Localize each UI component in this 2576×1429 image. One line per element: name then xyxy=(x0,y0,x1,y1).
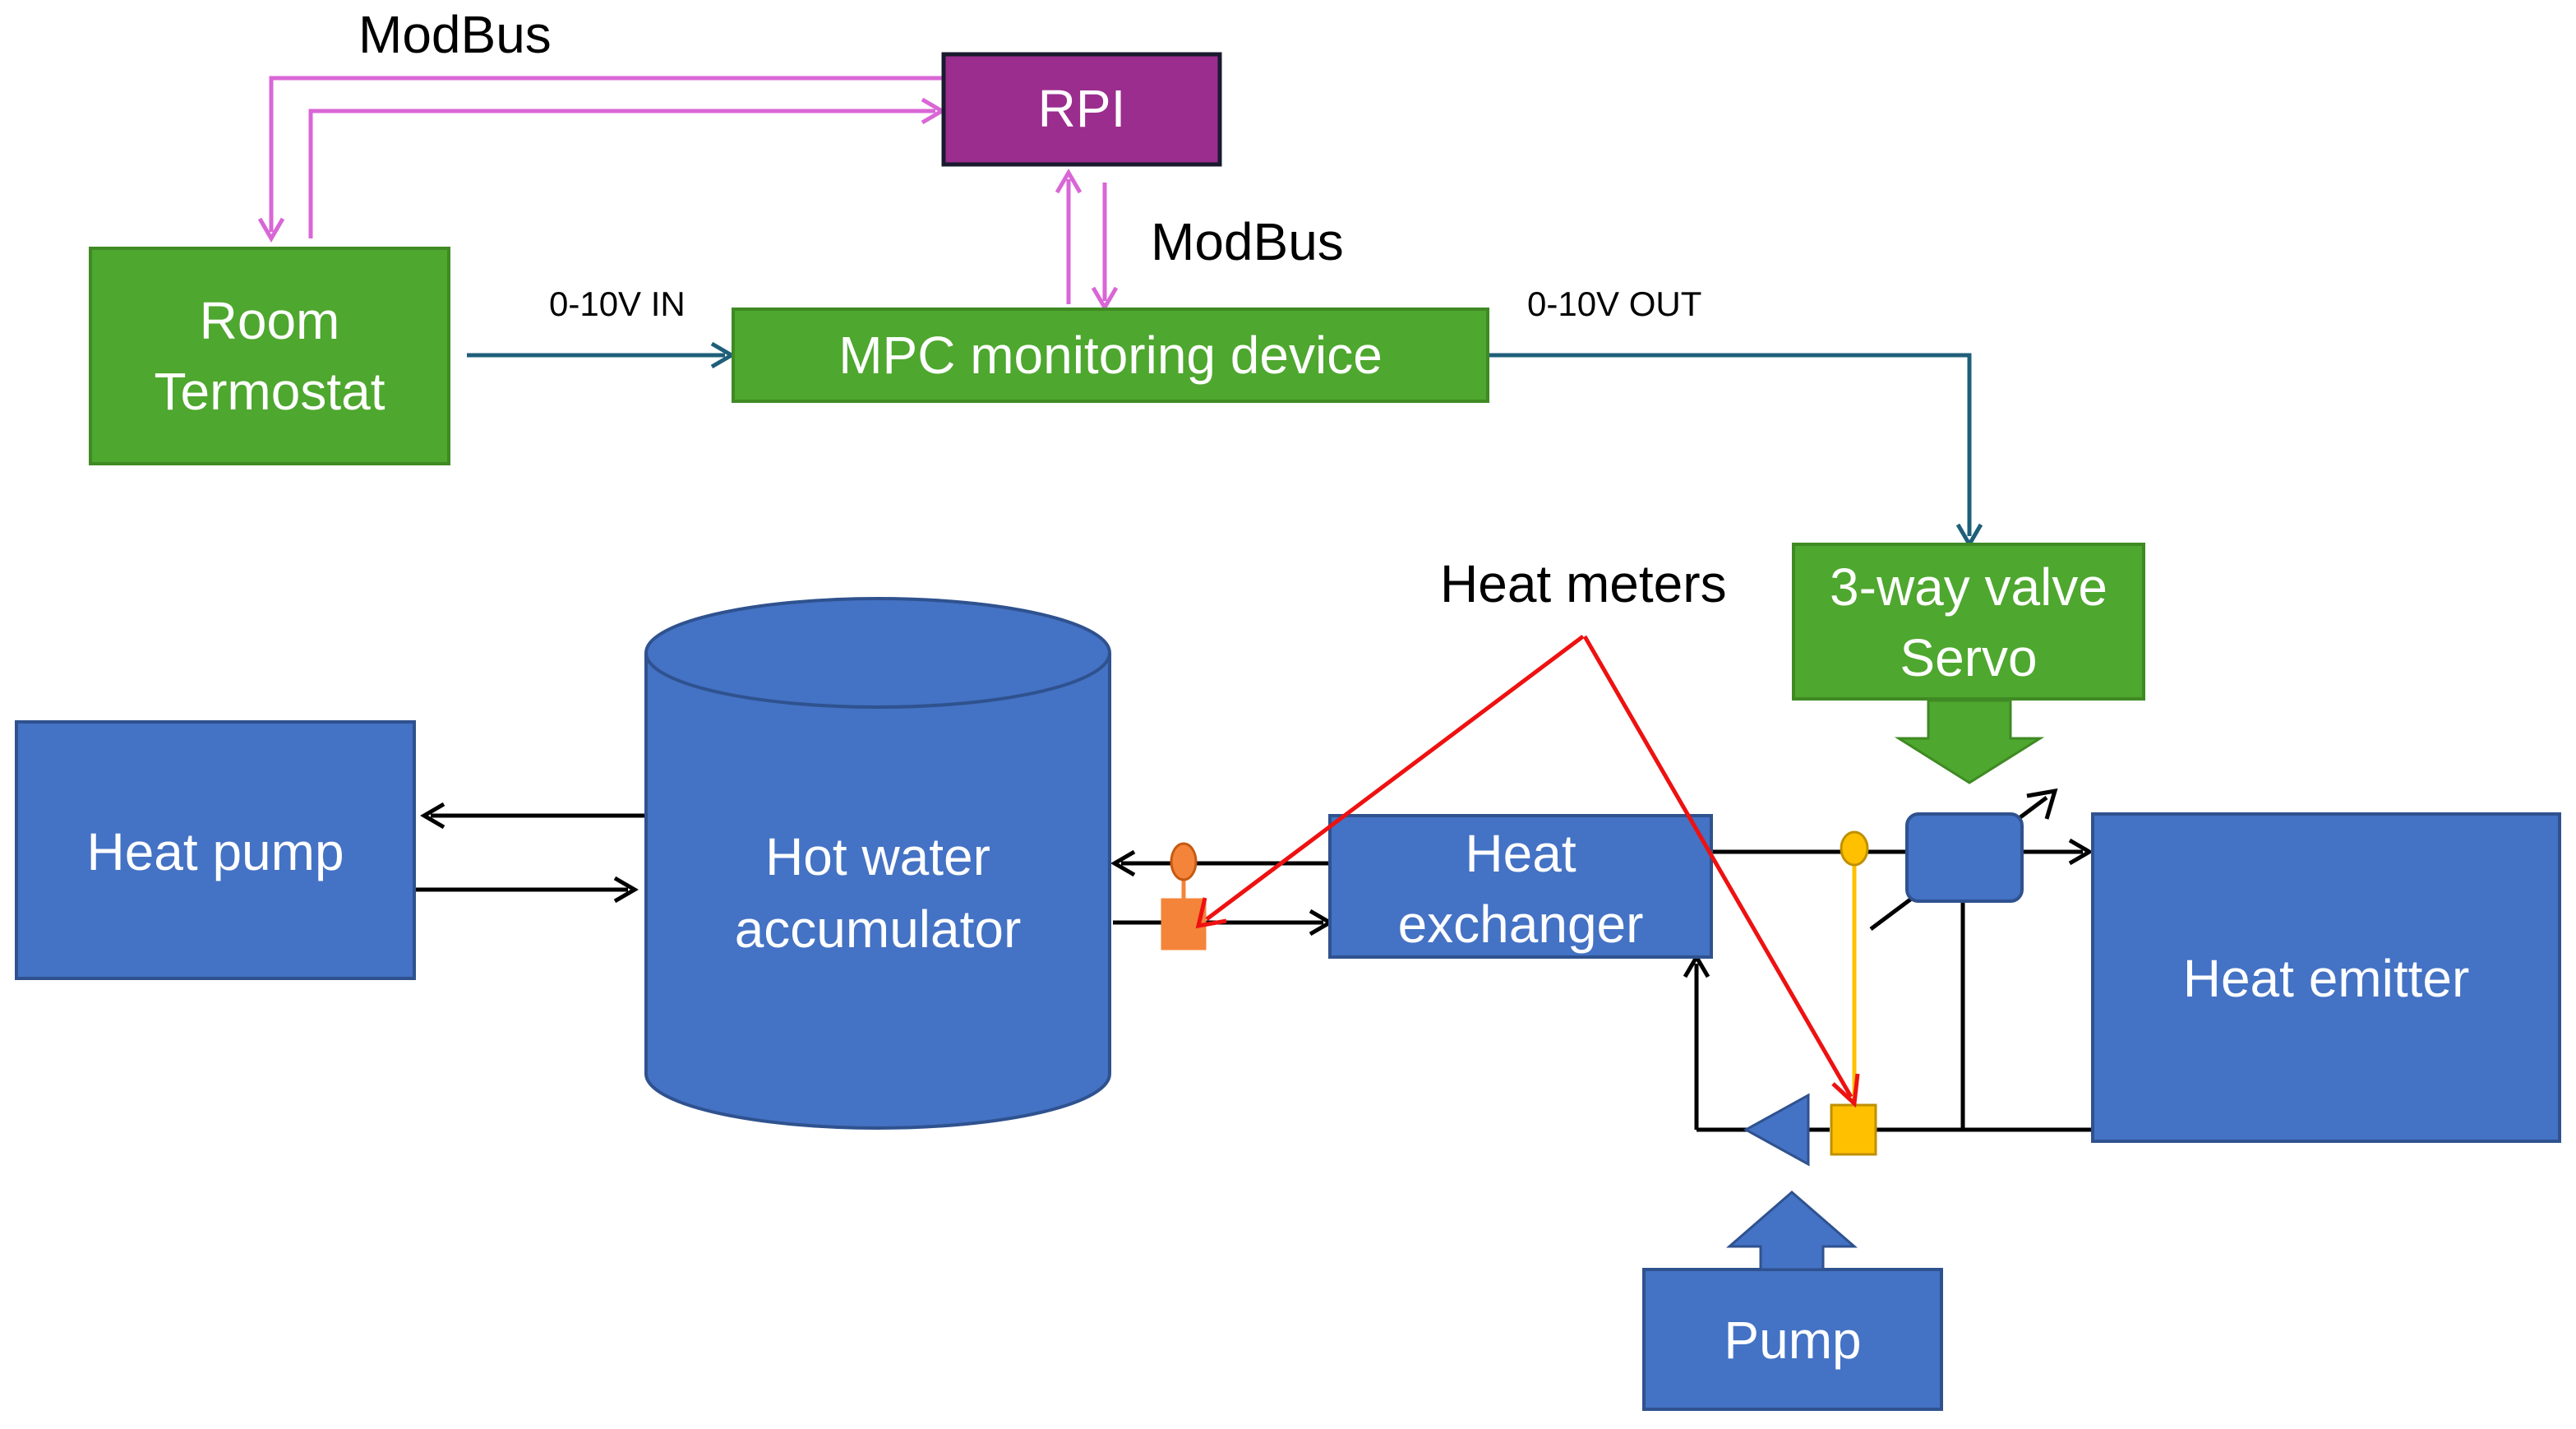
pointer-to-secondary-meter xyxy=(1582,635,1854,1098)
pipe-arrowhead-to-emitter xyxy=(2068,838,2094,866)
heat-exchanger-box xyxy=(1328,814,1713,959)
heat-meter-primary-sensor xyxy=(1170,842,1198,881)
signal-in-label: 0-10V IN xyxy=(549,284,686,323)
pointer-arrowhead-primary xyxy=(1195,897,1227,929)
accumulator-block[interactable]: Hot water accumulator xyxy=(644,597,1111,1130)
up-arrow-icon xyxy=(1725,1191,1858,1271)
room-thermostat-box xyxy=(89,247,450,465)
heat-exchanger-label-line2: exchanger xyxy=(1398,895,1644,954)
rpi-block[interactable]: RPI xyxy=(941,52,1222,167)
rpi-label: RPI xyxy=(1038,79,1126,138)
mpc-box xyxy=(732,308,1489,403)
room-thermostat-label-line2: Termostat xyxy=(155,362,385,421)
valve-servo-label-line2: Servo xyxy=(1900,628,2037,687)
valve-servo-box xyxy=(1792,543,2145,701)
heat-emitter-label: Heat emitter xyxy=(2183,949,2470,1008)
heat-pump-block[interactable]: Heat pump xyxy=(15,720,416,980)
down-arrow-icon xyxy=(1894,699,2045,784)
pump-triangle-icon[interactable] xyxy=(1743,1093,1810,1167)
heat-meter-secondary-sensor xyxy=(1840,830,1869,867)
pointer-to-primary-meter xyxy=(1205,635,1585,921)
modbus-line-rpi-to-thermostat xyxy=(269,76,942,232)
heat-emitter-box xyxy=(2091,812,2561,1143)
accumulator-body xyxy=(644,653,1111,1130)
heat-meter-primary[interactable] xyxy=(1161,842,1207,950)
heat-meter-pointers xyxy=(1195,635,1860,1108)
accumulator-label-line1: Hot water xyxy=(765,827,990,886)
valve-servo-block[interactable]: 3-way valve Servo xyxy=(1792,543,2145,701)
modbus-arrowhead-up xyxy=(1055,169,1083,194)
modbus-links xyxy=(257,76,1119,312)
heat-exchanger-block[interactable]: Heat exchanger xyxy=(1328,814,1713,959)
heat-pump-label: Heat pump xyxy=(86,822,344,881)
pump-box xyxy=(1642,1268,1943,1411)
heat-meters-label: Heat meters xyxy=(1440,554,1727,613)
modbus-line-thermostat-to-rpi xyxy=(308,109,935,238)
modbus-label-top: ModBus xyxy=(358,5,552,64)
pipe-arrowhead-to-heat-pump xyxy=(420,802,445,830)
mpc-label: MPC monitoring device xyxy=(838,326,1383,385)
room-thermostat-block[interactable]: Room Termostat xyxy=(89,247,450,465)
signal-out-label: 0-10V OUT xyxy=(1527,284,1701,323)
signal-line-out xyxy=(1489,353,1972,536)
pipe-arrowhead-to-accumulator-2 xyxy=(1110,849,1136,877)
valve-adjust-arrowhead xyxy=(2026,788,2058,820)
rpi-box xyxy=(941,52,1222,167)
valve-servo-label-line1: 3-way valve xyxy=(1830,557,2107,617)
room-thermostat-label-line1: Room xyxy=(200,291,340,350)
heat-meter-icon xyxy=(1830,1103,1877,1156)
modbus-arrowhead-down xyxy=(257,217,285,243)
accumulator-label-line2: accumulator xyxy=(735,899,1022,959)
heat-emitter-block[interactable]: Heat emitter xyxy=(2091,812,2561,1143)
pipe-arrowhead-to-accumulator xyxy=(613,876,639,904)
pump-block[interactable]: Pump xyxy=(1642,1268,1943,1411)
heat-meter-secondary[interactable] xyxy=(1830,830,1877,1156)
heat-pump-box xyxy=(15,720,416,980)
pump-label: Pump xyxy=(1724,1311,1861,1370)
modbus-label-mid: ModBus xyxy=(1151,212,1344,271)
mpc-block[interactable]: MPC monitoring device xyxy=(732,308,1489,403)
accumulator-top xyxy=(644,597,1111,709)
three-way-valve-icon[interactable] xyxy=(1905,812,2024,903)
heat-exchanger-label-line1: Heat xyxy=(1465,824,1576,883)
signal-links xyxy=(467,341,1983,548)
pointer-arrowhead-secondary xyxy=(1831,1073,1860,1108)
